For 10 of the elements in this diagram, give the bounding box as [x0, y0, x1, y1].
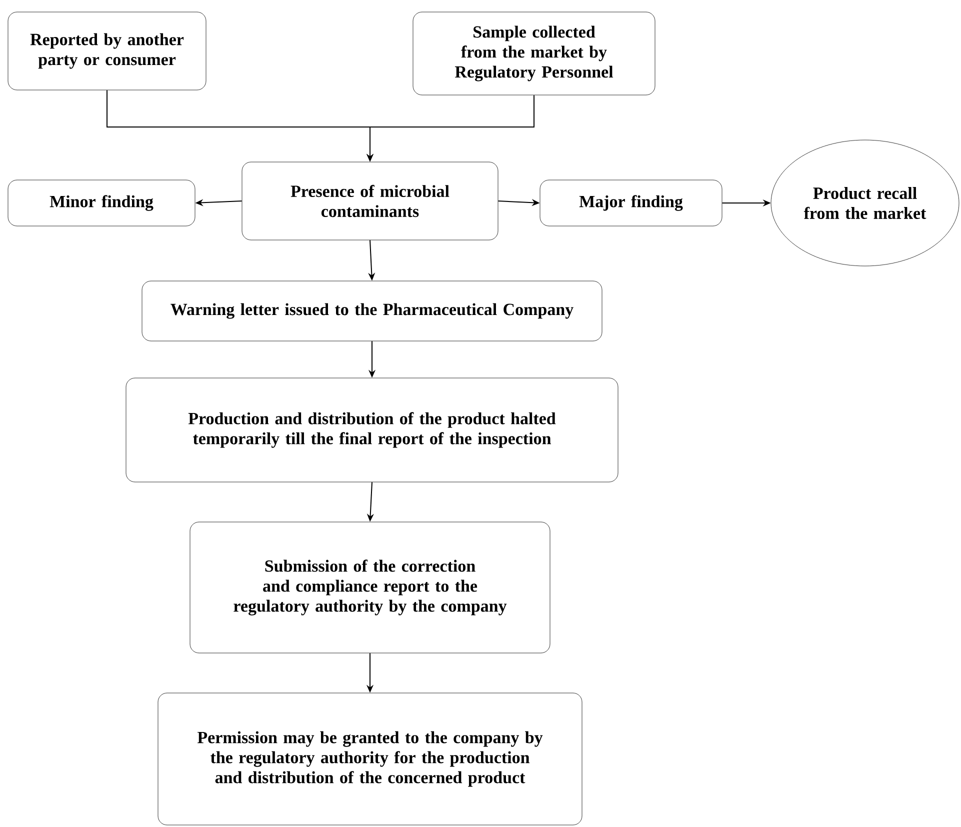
process-box: Minor finding	[8, 180, 196, 226]
process-box: Production and distribution of the product halted temporarily till the final report of the inspection	[126, 378, 618, 482]
process-box: Reported by another party or consumer	[8, 12, 206, 90]
process-box: Major finding	[540, 180, 722, 226]
process-box: Submission of the correction and compliance report to the regulatory authority by the company	[190, 522, 550, 654]
process-box: Presence of microbial contaminants	[242, 162, 498, 240]
process-box: Sample collected from the market by Regulatory Personnel	[412, 12, 656, 96]
process-box: Permission may be granted to the company by the regulatory authority for the production and distribution of the concerned product	[158, 692, 582, 826]
process-box: Warning letter issued to the Pharmaceutical Company	[142, 280, 602, 342]
oval-node: Product recall from the market	[770, 140, 960, 266]
